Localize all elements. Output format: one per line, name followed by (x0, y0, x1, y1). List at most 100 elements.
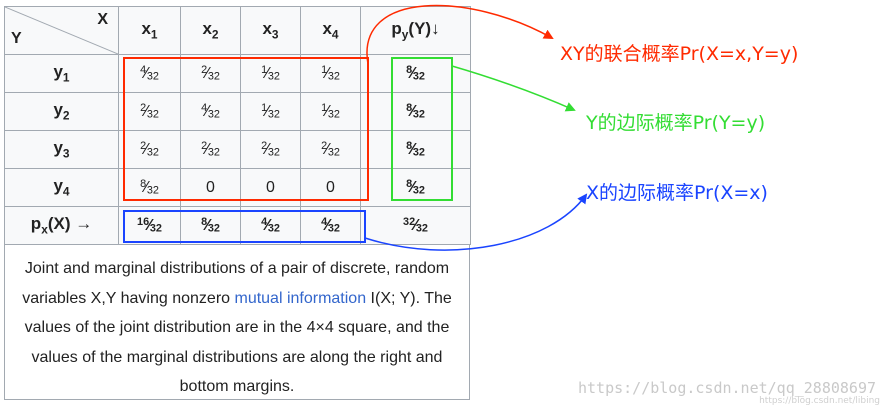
joint-annotation: XY的联合概率Pr(X=x,Y=y) (560, 43, 799, 65)
joint-value-y4-x1-den: 32 (146, 184, 159, 197)
joint-value-y1-x3: 1⁄32 (261, 64, 280, 83)
px-value-x1: 16⁄32 (137, 216, 162, 235)
watermark: https://blog.csdn.net/qq_28808697 (577, 379, 876, 397)
joint-value-y3-x3-den: 32 (267, 146, 280, 159)
px-header-rest: (X) → (47, 214, 93, 234)
joint-value-y4-x4: 0 (326, 179, 335, 196)
py-value-y2-den: 32 (412, 108, 425, 121)
joint-value-y3-x2-den: 32 (207, 146, 220, 159)
py-cell-y4: 8⁄32 (360, 168, 471, 207)
px-header-base: p (30, 214, 42, 234)
row-header-y3-sub: 3 (62, 146, 70, 161)
joint-value-y3-x3: 2⁄32 (261, 140, 280, 159)
watermark-small: https://blog.csdn.net/libing (759, 396, 880, 406)
px-row: px(X) → 16⁄32 8⁄32 4⁄32 4⁄32 32⁄32 (4, 206, 471, 245)
px-value-x4-den: 32 (327, 222, 340, 235)
joint-value-y1-x4: 1⁄32 (321, 64, 340, 83)
py-header-rest: (Y)↓ (408, 19, 440, 39)
joint-value-y2-x4-den: 32 (327, 108, 340, 121)
joint-cell-y3-x2: 2⁄32 (180, 130, 241, 169)
joint-value-y1-x1-den: 32 (146, 70, 159, 83)
px-value-x3: 4⁄32 (261, 216, 280, 235)
joint-value-y3-x4-den: 32 (327, 146, 340, 159)
row-header-y2-base: y (53, 100, 63, 120)
row-header-y4-sub: 4 (62, 184, 70, 199)
py-cell-y2: 8⁄32 (360, 92, 471, 131)
px-cell-x1: 16⁄32 (118, 206, 181, 245)
col-header-x4-sub: 4 (331, 27, 339, 42)
corner-x-label: X (97, 11, 108, 28)
marginal-x-annotation: X的边际概率Pr(X=x) (586, 182, 768, 204)
px-cell-x3: 4⁄32 (240, 206, 301, 245)
row-header-y1-sub: 1 (62, 70, 70, 85)
joint-value-y2-x2: 4⁄32 (201, 102, 220, 121)
joint-value-y4-x3: 0 (266, 179, 275, 196)
py-value-y2: 8⁄32 (406, 102, 425, 121)
joint-value-y3-x2: 2⁄32 (201, 140, 220, 159)
joint-value-y4-x4-num: 0 (326, 178, 335, 196)
row-header-y1-base: y (53, 62, 63, 82)
py-value-y1: 8⁄32 (406, 64, 425, 83)
total-cell: 32⁄32 (360, 206, 471, 245)
mutual-information-link[interactable]: mutual information (234, 289, 367, 307)
joint-value-y2-x4: 1⁄32 (321, 102, 340, 121)
col-header-x2-sub: 2 (211, 27, 219, 42)
col-header-x1-base: x (141, 19, 151, 39)
joint-cell-y1-x3: 1⁄32 (240, 54, 301, 93)
joint-cell-y2-x3: 1⁄32 (240, 92, 301, 131)
joint-value-y4-x1: 8⁄32 (140, 178, 159, 197)
joint-value-y3-x1: 2⁄32 (140, 140, 159, 159)
joint-value-y3-x4: 2⁄32 (321, 140, 340, 159)
py-header-base: p (391, 19, 402, 39)
joint-cell-y2-x2: 4⁄32 (180, 92, 241, 131)
joint-value-y2-x3: 1⁄32 (261, 102, 280, 121)
col-header-x3-base: x (262, 19, 272, 39)
joint-value-y3-x1-den: 32 (146, 146, 159, 159)
table-row-y3: y3 2⁄32 2⁄32 2⁄32 2⁄32 8⁄32 (4, 130, 471, 169)
joint-cell-y4-x4: 0 (300, 168, 361, 207)
py-header: py(Y)↓ (360, 6, 471, 55)
marginal-y-annotation: Y的边际概率Pr(Y=y) (586, 112, 766, 134)
py-cell-y3: 8⁄32 (360, 130, 471, 169)
px-header-sub: x (41, 222, 48, 237)
joint-cell-y4-x1: 8⁄32 (118, 168, 181, 207)
joint-value-y4-x2-num: 0 (206, 178, 215, 196)
joint-value-y4-x3-num: 0 (266, 178, 275, 196)
py-cell-y1: 8⁄32 (360, 54, 471, 93)
row-header-y2: y2 (4, 92, 119, 131)
corner-cell: X Y (4, 6, 119, 55)
px-value-x4: 4⁄32 (321, 216, 340, 235)
total-value: 32⁄32 (403, 216, 428, 235)
joint-value-y1-x2: 2⁄32 (201, 64, 220, 83)
px-value-x3-den: 32 (267, 222, 280, 235)
px-header: px(X) → (4, 206, 119, 245)
caption-text-2: I(X; Y). The values of the joint distrib… (24, 289, 452, 396)
col-header-x4: x4 (300, 6, 361, 55)
joint-cell-y1-x2: 2⁄32 (180, 54, 241, 93)
joint-cell-y2-x4: 1⁄32 (300, 92, 361, 131)
col-header-x1-sub: 1 (150, 27, 158, 42)
joint-value-y2-x2-den: 32 (207, 108, 220, 121)
caption: Joint and marginal distributions of a pa… (4, 252, 470, 404)
row-header-y4-base: y (53, 176, 63, 196)
px-value-x1-den: 32 (149, 222, 162, 235)
px-value-x2: 8⁄32 (201, 216, 220, 235)
col-header-x2-base: x (202, 19, 212, 39)
caption-text-1: Joint and marginal distributions of a pa… (22, 260, 450, 307)
py-value-y1-den: 32 (412, 70, 425, 83)
joint-value-y1-x4-den: 32 (327, 70, 340, 83)
joint-value-y4-x2: 0 (206, 179, 215, 196)
joint-value-y1-x3-den: 32 (267, 70, 280, 83)
row-header-y3-base: y (53, 138, 63, 158)
px-value-x2-den: 32 (207, 222, 220, 235)
joint-cell-y4-x3: 0 (240, 168, 301, 207)
joint-cell-y1-x4: 1⁄32 (300, 54, 361, 93)
col-header-x2: x2 (180, 6, 241, 55)
joint-value-y2-x3-den: 32 (267, 108, 280, 121)
corner-y-label: Y (11, 30, 22, 47)
joint-cell-y3-x4: 2⁄32 (300, 130, 361, 169)
